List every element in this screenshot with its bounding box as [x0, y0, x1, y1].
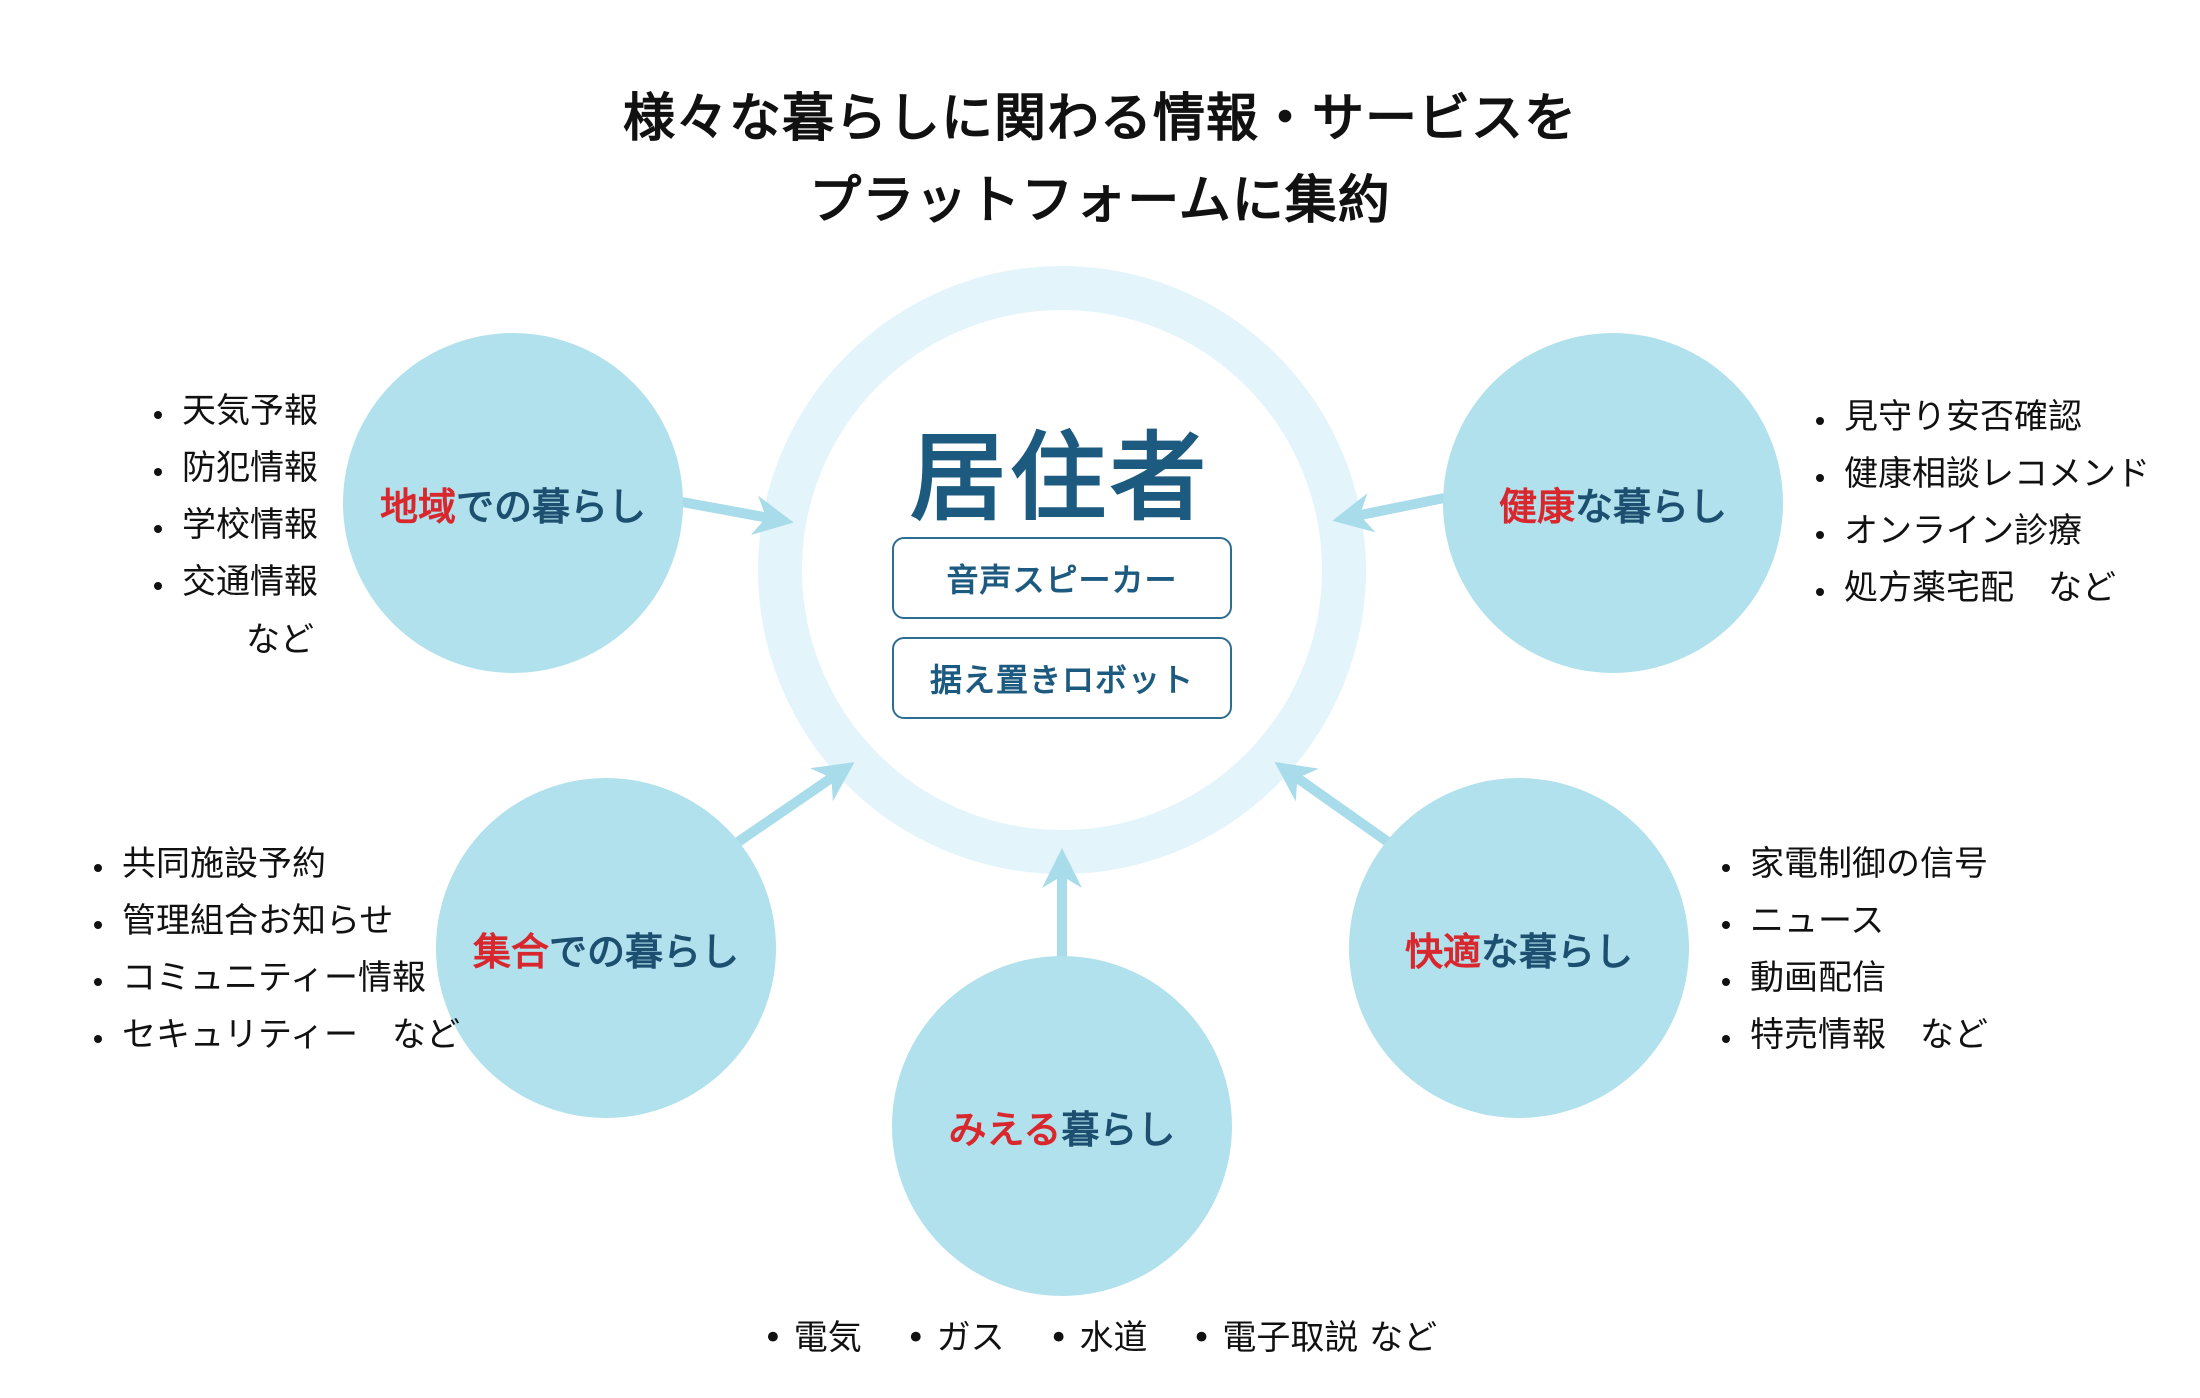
list-item: 電気: [763, 1310, 862, 1359]
kaiteki-items: 家電制御の信号 ニュース 動画配信 特売情報 など: [1696, 836, 1988, 1064]
node-kenko: [1443, 333, 1783, 673]
list-item: コミュニティー情報: [116, 950, 460, 1007]
list-item: 管理組合お知らせ: [116, 893, 460, 950]
node-mieru-highlight: みえる: [948, 1108, 1062, 1152]
list-item: オンライン診療: [1838, 503, 2150, 560]
list-item: 交通情報: [176, 554, 318, 611]
node-kaiteki-highlight: 快適: [1404, 930, 1481, 974]
list-item: 見守り安否確認: [1838, 389, 2150, 446]
kenko-items: 見守り安否確認 健康相談レコメンド オンライン診療 処方薬宅配 など: [1790, 389, 2150, 617]
list-item: 防犯情報: [176, 440, 318, 497]
device-voice-speaker: 音声スピーカー: [892, 537, 1232, 619]
node-kenko-highlight: 健康: [1498, 485, 1575, 529]
list-item: 健康相談レコメンド: [1838, 446, 2150, 503]
arrow-kaiteki: [1274, 761, 1391, 847]
arrow-shugo: [735, 762, 855, 847]
node-shugo: [436, 778, 776, 1118]
title-line-2: プラットフォームに集約: [809, 171, 1391, 231]
node-kenko-rest: な暮らし: [1575, 485, 1728, 529]
node-shugo-rest: での暮らし: [549, 930, 740, 974]
node-chiiki-rest: での暮らし: [456, 485, 647, 529]
node-chiiki-label: 地域での暮らし: [343, 476, 683, 531]
list-item: セキュリティー など: [116, 1007, 460, 1064]
node-kaiteki-label: 快適な暮らし: [1349, 921, 1689, 976]
node-mieru: [892, 956, 1232, 1296]
list-item: ニュース: [1744, 893, 1988, 950]
device-robot: 据え置きロボット: [892, 637, 1232, 719]
list-item: 天気予報: [176, 383, 318, 440]
list-item: 家電制御の信号: [1744, 836, 1988, 893]
arrow-chiiki: [681, 495, 794, 535]
list-item: 水道: [1049, 1310, 1147, 1359]
chiiki-suffix: など: [246, 620, 314, 660]
node-chiiki-highlight: 地域: [379, 485, 456, 529]
list-item: 処方薬宅配 など: [1838, 560, 2150, 617]
node-chiiki: [343, 333, 683, 673]
title-line-1: 様々な暮らしに関わる情報・サービスを: [622, 89, 1577, 149]
list-item: 特売情報 など: [1744, 1007, 1988, 1064]
resident-label: 居住者: [910, 422, 1210, 534]
node-kaiteki: [1349, 778, 1689, 1118]
node-shugo-highlight: 集合: [472, 930, 549, 974]
node-shugo-label: 集合での暮らし: [436, 921, 776, 976]
list-item: 電子取説 など: [1191, 1310, 1437, 1359]
mieru-items: 電気 ガス 水道 電子取説 など: [0, 1310, 2200, 1359]
shugo-items: 共同施設予約 管理組合お知らせ コミュニティー情報 セキュリティー など: [68, 836, 460, 1064]
node-kenko-label: 健康な暮らし: [1443, 476, 1783, 531]
node-mieru-label: みえる暮らし: [892, 1099, 1232, 1154]
list-item: 共同施設予約: [116, 836, 460, 893]
list-item: 学校情報: [176, 497, 318, 554]
chiiki-items: 天気予報 防犯情報 学校情報 交通情報: [128, 383, 318, 611]
node-mieru-rest: 暮らし: [1061, 1108, 1176, 1152]
arrow-kenko: [1332, 493, 1445, 533]
node-kaiteki-rest: な暮らし: [1481, 930, 1634, 974]
list-item: ガス: [906, 1310, 1005, 1359]
list-item: 動画配信: [1744, 950, 1988, 1007]
